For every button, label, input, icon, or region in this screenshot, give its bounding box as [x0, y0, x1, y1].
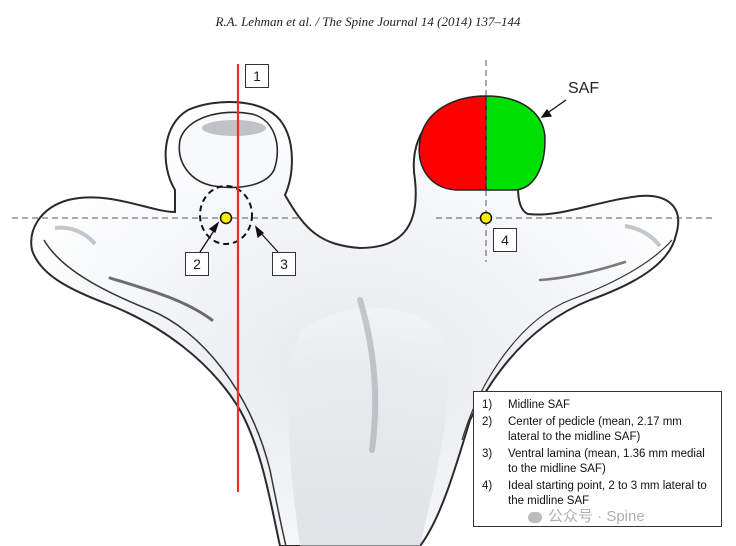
legend-item: 4) Ideal starting point, 2 to 3 mm later… — [482, 479, 713, 509]
legend-item: 1) Midline SAF — [482, 398, 713, 413]
callout-2-arrowhead — [208, 221, 220, 233]
legend-text: Ventral lamina (mean, 1.36 mm medial to … — [508, 448, 705, 475]
left-transverse-shadow — [54, 225, 97, 246]
callout-3: 3 — [272, 252, 296, 276]
legend-number: 2) — [482, 416, 493, 428]
callout-3-arrowhead — [254, 225, 265, 239]
right-transverse-shadow — [624, 224, 662, 248]
chat-bubble-icon — [528, 511, 542, 523]
ridge-shadow-left — [108, 276, 214, 322]
legend-text: Center of pedicle (mean, 2.17 mm lateral… — [508, 416, 682, 443]
figure-legend: 1) Midline SAF 2) Center of pedicle (mea… — [473, 391, 722, 527]
saf-label: SAF — [568, 80, 600, 97]
ridge-shadow — [357, 297, 379, 453]
watermark-text: 公众号 · Spine — [548, 508, 645, 525]
saf-arrow — [545, 99, 567, 115]
ridge-shadow-right — [538, 260, 627, 282]
saf-left-half — [418, 95, 487, 191]
saf-arrowhead — [540, 108, 553, 118]
legend-text: Ideal starting point, 2 to 3 mm lateral … — [508, 480, 707, 507]
journal-header: R.A. Lehman et al. / The Spine Journal 1… — [215, 14, 521, 29]
pedicle-center-marker — [219, 211, 233, 225]
pedicle-dashed-circle — [199, 185, 253, 245]
watermark: 公众号 · Spine — [528, 505, 645, 526]
central-shading — [288, 307, 449, 546]
legend-text: Midline SAF — [508, 399, 570, 411]
legend-item: 3) Ventral lamina (mean, 1.36 mm medial … — [482, 447, 713, 477]
articular-shadow — [202, 120, 266, 136]
legend-number: 4) — [482, 480, 493, 492]
legend-item: 2) Center of pedicle (mean, 2.17 mm late… — [482, 415, 713, 445]
legend-number: 1) — [482, 399, 493, 411]
callout-4: 4 — [493, 228, 517, 252]
lamina-inner-edge — [43, 239, 287, 546]
saf-right-half — [485, 95, 546, 191]
callout-2: 2 — [185, 252, 209, 276]
legend-number: 3) — [482, 448, 493, 460]
starting-point-marker — [479, 211, 493, 225]
callout-1: 1 — [245, 64, 269, 88]
